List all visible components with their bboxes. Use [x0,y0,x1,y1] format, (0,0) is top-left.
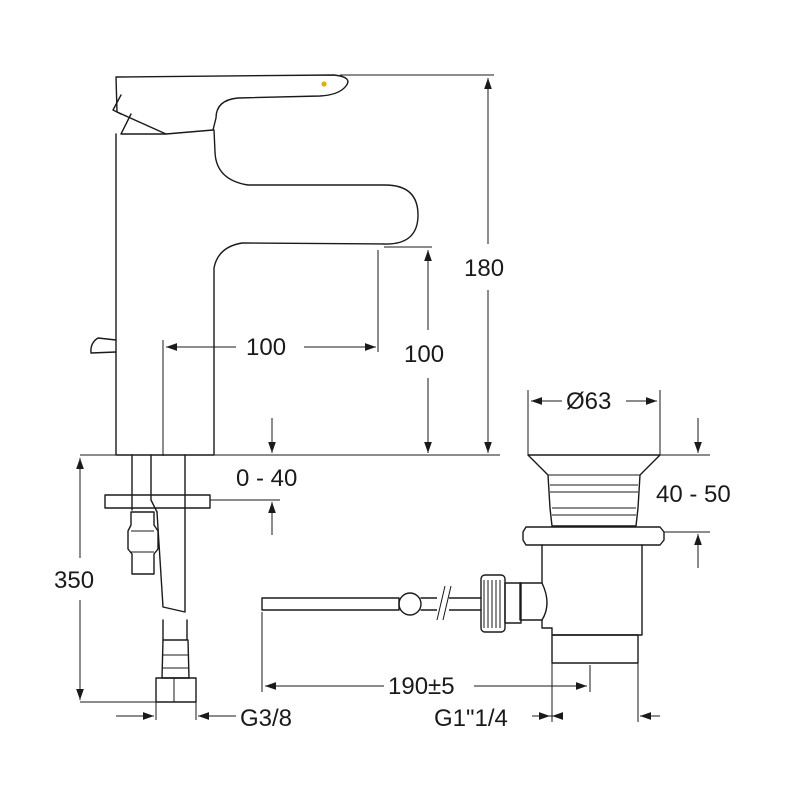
dim-label-waste-height: 40 - 50 [656,481,731,508]
waste-thread [551,634,639,664]
dim-label-waste-diameter: Ø63 [566,388,611,415]
spout-outline [115,129,419,456]
knurled-nut [480,574,506,633]
popup-knob [90,337,117,354]
mounting-plate [104,494,211,509]
dim-label-180: 180 [464,255,504,282]
lever-indicator-icon [321,81,327,87]
dim-label-hose-length: 350 [54,567,94,594]
dim-label-deck-range: 0 - 40 [236,465,297,492]
waste-assembly [261,454,665,664]
operating-rod [261,597,400,611]
dim-label-waste-thread: G1"1/4 [434,705,508,732]
dim-label-spout-height: 100 [404,341,444,368]
dim-label-rod-length: 190±5 [388,673,455,700]
lever-handle [115,74,349,135]
hose-fitting [155,677,197,703]
dimension-lines [76,74,710,722]
dim-label-connection-thread: G3/8 [240,705,292,732]
faucet-body [80,74,500,703]
dim-label-spout-reach: 100 [246,334,286,361]
